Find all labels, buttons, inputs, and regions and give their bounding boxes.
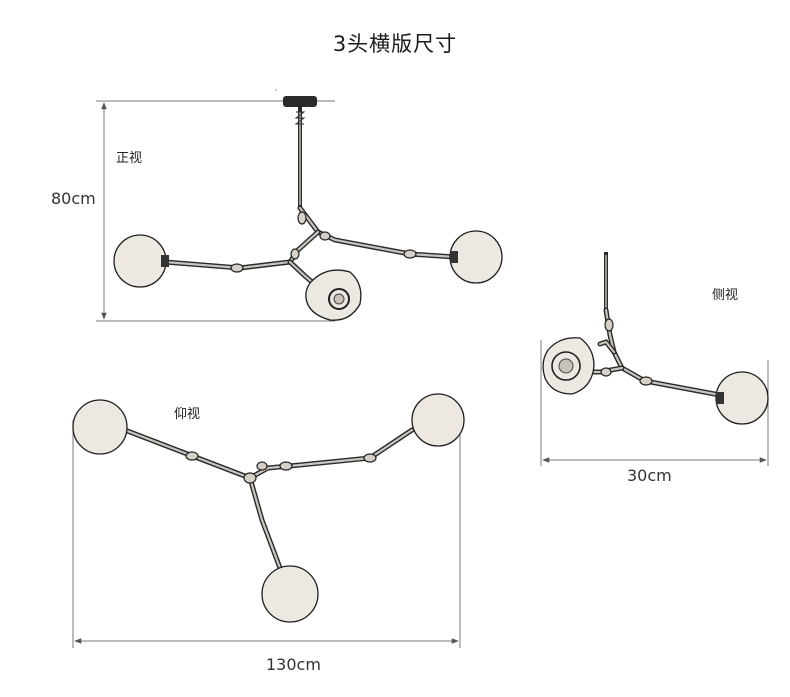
ceiling-canopy (283, 96, 317, 107)
front-view-label: 正视 (116, 151, 143, 166)
side-arm-upper-highlight (598, 340, 616, 354)
bottom-view-drawing (72, 393, 465, 648)
front-joint-far-right (403, 249, 417, 259)
side-globe-left-opening (551, 351, 581, 381)
bottom-right-arm (247, 427, 415, 481)
bottom-joint-upper (256, 461, 268, 471)
bottom-joint-right (363, 453, 377, 463)
bottom-globe-center (261, 565, 319, 623)
bottom-globe-left (72, 399, 128, 455)
side-socket-right (716, 392, 724, 404)
side-arm-main (603, 307, 723, 398)
front-joint-top (297, 211, 307, 225)
side-view-drawing (540, 252, 769, 466)
width-dimension-label: 130cm (266, 655, 321, 674)
front-joint-right (319, 231, 331, 241)
bottom-right-arm-highlight (248, 428, 414, 480)
side-joint-top (604, 318, 614, 332)
front-globe-center-opening (328, 288, 350, 310)
bottom-view-label: 仰视 (174, 407, 201, 422)
front-joint-left (230, 263, 244, 273)
front-joint-mid (290, 248, 300, 260)
front-globe-center (305, 269, 362, 321)
bottom-center-arm-highlight (248, 476, 282, 570)
front-socket-right (450, 251, 458, 263)
depth-dimension-label: 30cm (627, 466, 672, 485)
side-joint-right (639, 376, 653, 386)
height-dimension-label: 80cm (51, 189, 96, 208)
bottom-joint-left (185, 451, 199, 461)
rod-thread (294, 111, 306, 125)
diagram-title: 3头横版尺寸 (332, 32, 458, 56)
bottom-joint-mid (279, 461, 293, 471)
bottom-globe-right (411, 393, 465, 447)
side-view-label: 侧视 (712, 288, 739, 303)
front-globe-center-bulb (333, 293, 345, 305)
side-globe-left-bulb (558, 358, 574, 374)
front-view-drawing (96, 89, 503, 322)
bottom-joint-center (243, 472, 257, 484)
front-socket-left (161, 255, 169, 267)
front-globe-left (113, 234, 167, 288)
front-right-arm-highlight (298, 206, 457, 259)
side-joint-lower (600, 367, 612, 377)
